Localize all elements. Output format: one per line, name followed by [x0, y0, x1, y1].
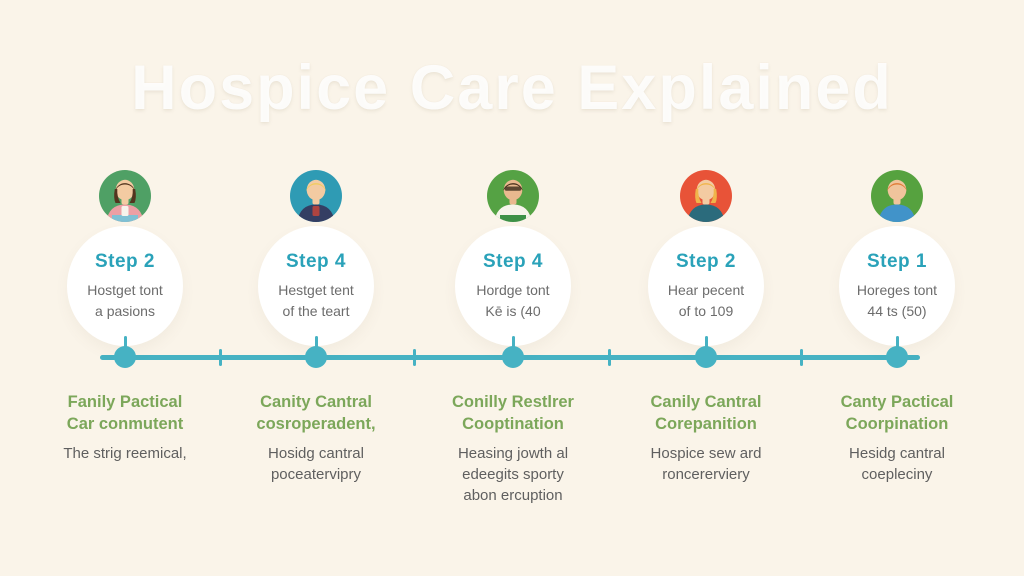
- step-column: Step 4 Hestget tent of the teart Canity …: [221, 170, 411, 510]
- step-card-text: Horeges tont 44 ts (50): [856, 281, 938, 319]
- step-description-body: Hesidg cantral coepleciny: [849, 445, 945, 483]
- step-card: Step 1 Horeges tont 44 ts (50): [839, 226, 955, 346]
- avatar-hair: [696, 183, 716, 191]
- avatar-torso: [878, 204, 916, 222]
- timeline-tick: [800, 349, 803, 366]
- timeline-node-dot: [305, 346, 327, 368]
- step-column: Step 4 Hordge tont Kē is (40 Conilly Res…: [418, 170, 608, 510]
- avatar-head: [115, 179, 135, 201]
- avatar-head: [887, 179, 907, 201]
- step-card-text: Hostget tont a pasions: [87, 281, 163, 319]
- person-avatar-icon: [487, 170, 539, 222]
- step-label: Step 2: [94, 250, 156, 272]
- step-column: Step 2 Hostget tont a pasions Fanily Pac…: [30, 170, 220, 510]
- step-description: Fanily Pactical Car conmutent The strig …: [23, 391, 227, 464]
- avatar-figure: [106, 179, 144, 222]
- step-description-heading: Canily Cantral Corepanition: [650, 393, 762, 433]
- step-card-text: Hestget tent of the teart: [278, 281, 354, 319]
- step-column: Step 2 Hear pecent of to 109 Canily Cant…: [611, 170, 801, 510]
- avatar-head: [306, 179, 326, 201]
- step-description: Canily Cantral Corepanition Hospice sew …: [604, 391, 808, 485]
- person-avatar-icon: [290, 170, 342, 222]
- step-column: Step 1 Horeges tont 44 ts (50) Canty Pac…: [802, 170, 992, 510]
- page-title: Hospice Care Explained: [131, 53, 893, 123]
- step-label: Step 2: [675, 250, 737, 272]
- step-description-heading: Fanily Pactical Car conmutent: [66, 393, 184, 433]
- step-description: Canity Cantral cosroperadent, Hosidg can…: [214, 391, 418, 485]
- step-label: Step 1: [866, 250, 928, 272]
- step-description-heading: Conilly Restlrer Cooptination: [452, 393, 574, 433]
- avatar-waist-band: [500, 215, 526, 222]
- avatar-figure: [687, 179, 725, 222]
- timeline-tick: [413, 349, 416, 366]
- person-avatar-icon: [99, 170, 151, 222]
- timeline-node-dot: [114, 346, 136, 368]
- avatar-head: [696, 179, 716, 201]
- avatar-glasses: [504, 186, 522, 191]
- step-description-body: Heasing jowth al edeegits sporty abon er…: [457, 445, 569, 504]
- person-avatar-icon: [680, 170, 732, 222]
- step-card: Step 4 Hordge tont Kē is (40: [455, 226, 571, 346]
- step-description: Canty Pactical Coorpination Hesidg cantr…: [795, 391, 999, 485]
- step-label: Step 4: [482, 250, 544, 272]
- step-card: Step 4 Hestget tent of the teart: [258, 226, 374, 346]
- avatar-hair: [115, 183, 135, 191]
- step-description-body: The strig reemical,: [63, 445, 187, 462]
- timeline-node-dot: [886, 346, 908, 368]
- step-card: Step 2 Hear pecent of to 109: [648, 226, 764, 346]
- avatar-torso: [687, 204, 725, 222]
- step-label: Step 4: [285, 250, 347, 272]
- timeline-tick: [608, 349, 611, 366]
- person-avatar-icon: [871, 170, 923, 222]
- step-description-heading: Canity Cantral cosroperadent,: [256, 393, 376, 433]
- avatar-hair: [306, 183, 326, 191]
- avatar-long-hair: [114, 189, 136, 203]
- step-description: Conilly Restlrer Cooptination Heasing jo…: [411, 391, 615, 506]
- avatar-long-hair: [695, 189, 717, 203]
- step-description-body: Hosidg cantral poceatervipry: [268, 445, 364, 483]
- timeline-node-dot: [502, 346, 524, 368]
- step-card: Step 2 Hostget tont a pasions: [67, 226, 183, 346]
- avatar-hair: [887, 183, 907, 191]
- step-description-heading: Canty Pactical Coorpination: [840, 393, 954, 433]
- timeline-node-dot: [695, 346, 717, 368]
- avatar-chest-accent: [312, 206, 320, 216]
- step-card-text: Hear pecent of to 109: [667, 281, 745, 319]
- avatar-figure: [297, 179, 335, 222]
- avatar-hair: [503, 183, 523, 191]
- avatar-figure: [878, 179, 916, 222]
- step-card-text: Hordge tont Kē is (40: [476, 281, 550, 319]
- avatar-waist-band: [112, 215, 138, 222]
- timeline-tick: [219, 349, 222, 366]
- avatar-figure: [494, 179, 532, 222]
- avatar-chest-accent: [121, 206, 129, 216]
- step-description-body: Hospice sew ard roncererviery: [650, 445, 762, 483]
